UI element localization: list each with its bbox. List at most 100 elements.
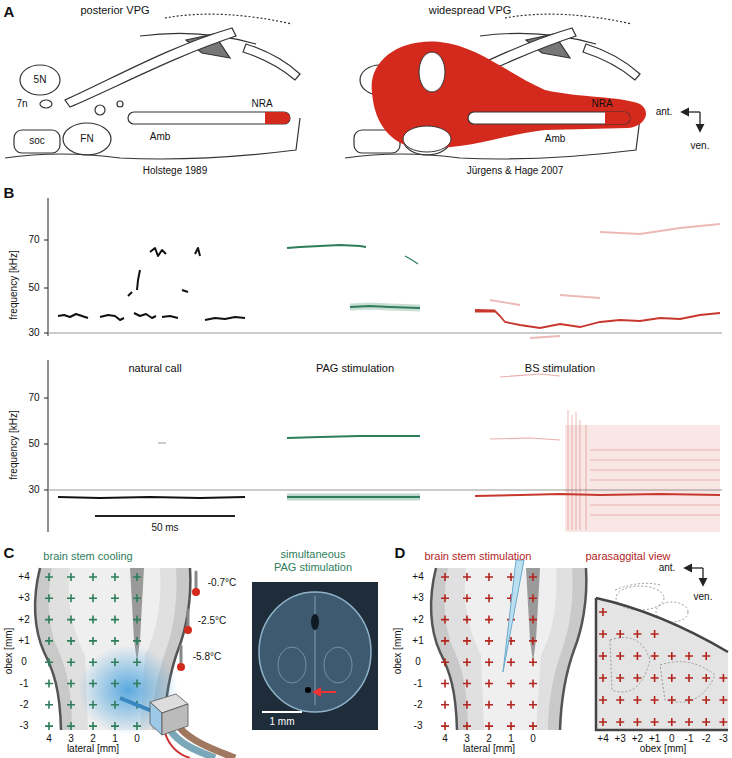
brainstem-parasagittal-part xyxy=(610,638,650,693)
bs-stimulation-trace xyxy=(475,224,720,532)
cooling-probe-part xyxy=(180,728,235,758)
grid-cross xyxy=(599,608,607,616)
bs-stimulation-trace-part xyxy=(565,425,720,532)
structure-label: NRA xyxy=(591,98,612,110)
grid-cross xyxy=(651,630,659,638)
brainstem-parasagittal-part xyxy=(596,598,728,730)
cooling-probe-part xyxy=(120,698,152,711)
pag-stimulation-trace-part xyxy=(287,496,420,498)
panel-letter: B xyxy=(4,184,15,201)
panel-title: posterior VPG xyxy=(80,4,149,17)
grid-cross xyxy=(133,594,141,602)
histology-image-part xyxy=(259,592,371,712)
tick-label: -2 xyxy=(414,699,423,711)
grid-cross xyxy=(45,701,53,709)
thermometer-icons-part xyxy=(184,626,192,634)
grid-cross xyxy=(651,652,659,660)
grid-cross xyxy=(507,722,515,730)
tick-label: 3 xyxy=(464,733,470,745)
tick-label: +3 xyxy=(412,593,423,605)
tick-label: 50 xyxy=(28,438,39,450)
scale-label: 1 mm xyxy=(270,716,295,728)
grid-cross xyxy=(651,696,659,704)
panel-title: brain stem stimulation xyxy=(425,550,532,563)
grid-cross xyxy=(616,674,624,682)
grid-cross xyxy=(45,722,53,730)
grid-cross xyxy=(507,658,515,666)
grid-cross xyxy=(133,616,141,624)
grid-cross xyxy=(133,722,141,730)
cooling-probe-part xyxy=(150,702,162,735)
grid-cross xyxy=(111,701,119,709)
orientation-label: ven. xyxy=(694,591,713,603)
cooling-grid xyxy=(45,573,141,730)
grid-cross xyxy=(529,658,537,666)
tick-label: +2 xyxy=(632,733,643,745)
natural-call-trace-part xyxy=(137,270,140,290)
grid-cross xyxy=(685,674,693,682)
orientation-label: ant. xyxy=(659,562,676,574)
grid-cross xyxy=(441,722,449,730)
brainstem-sagittal-right-part xyxy=(419,52,445,92)
tick-label: 0 xyxy=(415,656,421,668)
tick-label: +1 xyxy=(649,733,660,745)
bs-stimulation-trace-part xyxy=(490,438,560,440)
grid-cross xyxy=(133,637,141,645)
orientation-arrows-part xyxy=(685,567,703,568)
panel-title: simultaneous PAG stimulation xyxy=(269,548,357,573)
grid-cross xyxy=(89,680,97,688)
pag-stimulation-trace xyxy=(287,245,420,497)
axis-title: lateral [mm] xyxy=(67,744,119,756)
tick-label: +3 xyxy=(614,733,625,745)
bs-stimulation-trace-part xyxy=(475,494,720,496)
grid-cross xyxy=(485,616,493,624)
grid-cross xyxy=(111,637,119,645)
tick-label: +1 xyxy=(18,635,29,647)
brainstem-sagittal-left-part xyxy=(5,14,300,159)
grid-cross xyxy=(599,696,607,704)
grid-cross xyxy=(529,701,537,709)
grid-cross xyxy=(685,696,693,704)
natural-call-trace-part xyxy=(150,248,166,256)
histology-image-part xyxy=(320,691,336,693)
grid-cross xyxy=(485,658,493,666)
thermometer-icons-part xyxy=(195,572,198,588)
histology-image-part xyxy=(324,647,352,683)
grid-cross xyxy=(67,701,75,709)
grid-cross xyxy=(685,718,693,726)
grid-cross xyxy=(463,594,471,602)
histology-image-part xyxy=(252,582,378,730)
grid-cross xyxy=(133,658,141,666)
histology-image-part xyxy=(315,596,316,705)
grid-cross xyxy=(651,674,659,682)
grid-cross xyxy=(485,680,493,688)
grid-cross xyxy=(529,680,537,688)
spectrogram-axes-part xyxy=(44,198,48,336)
tick-label: 30 xyxy=(28,484,39,496)
temperature-label: -0.7°C xyxy=(208,577,236,589)
grid-cross xyxy=(599,674,607,682)
bs-stimulation-trace-part xyxy=(500,374,560,377)
grid-cross xyxy=(111,658,119,666)
tick-label: -2 xyxy=(20,699,29,711)
grid-cross xyxy=(702,652,710,660)
grid-cross xyxy=(616,630,624,638)
grid-cross xyxy=(485,573,493,581)
structure-label: 5N xyxy=(34,74,47,86)
condition-label: PAG stimulation xyxy=(316,362,394,375)
orientation-label: ant. xyxy=(656,106,673,118)
grid-cross xyxy=(485,637,493,645)
tick-label: 1 xyxy=(112,733,118,745)
grid-cross xyxy=(111,594,119,602)
stimulation-electrode xyxy=(503,560,524,672)
brainstem-parasagittal-part xyxy=(616,586,664,610)
grid-cross xyxy=(616,652,624,660)
grid-cross xyxy=(651,718,659,726)
grid-cross xyxy=(485,594,493,602)
tick-label: 70 xyxy=(28,234,39,246)
bs-stimulation-trace-part xyxy=(568,410,586,530)
brainstem-sagittal-right xyxy=(345,14,646,159)
grid-cross xyxy=(441,701,449,709)
tick-label: +2 xyxy=(412,614,423,626)
grid-cross xyxy=(616,696,624,704)
